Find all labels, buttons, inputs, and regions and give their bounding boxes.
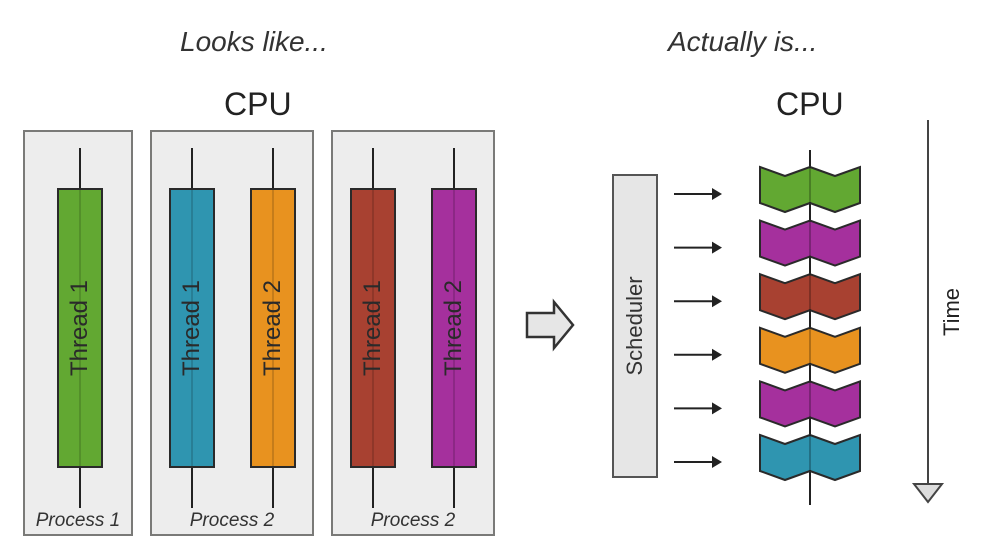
thread-process2-t1: Thread 1 bbox=[169, 148, 215, 508]
scheduler-arrow-head-icon bbox=[712, 241, 722, 254]
cpu-time-slice bbox=[759, 379, 861, 428]
thread-bar bbox=[350, 188, 396, 468]
scheduler-arrow-head-icon bbox=[712, 188, 722, 200]
scheduler-arrow-head-icon bbox=[712, 456, 722, 468]
process-box-1: Thread 1 Process 1 bbox=[23, 130, 133, 536]
scheduler-arrow-head-icon bbox=[712, 348, 722, 361]
right-cpu-label: CPU bbox=[776, 86, 844, 122]
transition-arrow-icon bbox=[525, 298, 575, 352]
thread-bar bbox=[431, 188, 477, 468]
cpu-time-slice bbox=[759, 433, 861, 482]
process-label: Process 2 bbox=[189, 510, 275, 531]
thread-process3-t2: Thread 2 bbox=[431, 148, 477, 508]
scheduler-arrow-head-icon bbox=[712, 295, 722, 308]
left-cpu-label: CPU bbox=[224, 86, 292, 122]
thread-bar bbox=[57, 188, 103, 468]
actually-is-heading: Actually is... bbox=[668, 26, 818, 57]
looks-like-heading: Looks like... bbox=[180, 26, 328, 57]
process-box-2: Thread 1 Thread 2 Process 2 bbox=[150, 130, 314, 536]
thread-bar bbox=[250, 188, 296, 468]
thread-process2-t2: Thread 2 bbox=[250, 148, 296, 508]
process-box-3: Thread 1 Thread 2 Process 2 bbox=[331, 130, 495, 536]
thread-process3-t1: Thread 1 bbox=[350, 148, 396, 508]
thread-process1-t1: Thread 1 bbox=[57, 148, 103, 508]
thread-bar bbox=[169, 188, 215, 468]
process-label: Process 1 bbox=[35, 510, 121, 531]
scheduler-arrow-head-icon bbox=[712, 402, 722, 415]
cpu-time-slice bbox=[759, 219, 861, 267]
process-label: Process 2 bbox=[370, 510, 456, 531]
cpu-time-slice bbox=[759, 165, 861, 214]
cpu-time-slice bbox=[759, 326, 861, 374]
scheduler-box: Scheduler bbox=[612, 174, 658, 478]
cpu-time-slice bbox=[759, 272, 861, 321]
time-arrow-head-icon bbox=[911, 483, 945, 504]
